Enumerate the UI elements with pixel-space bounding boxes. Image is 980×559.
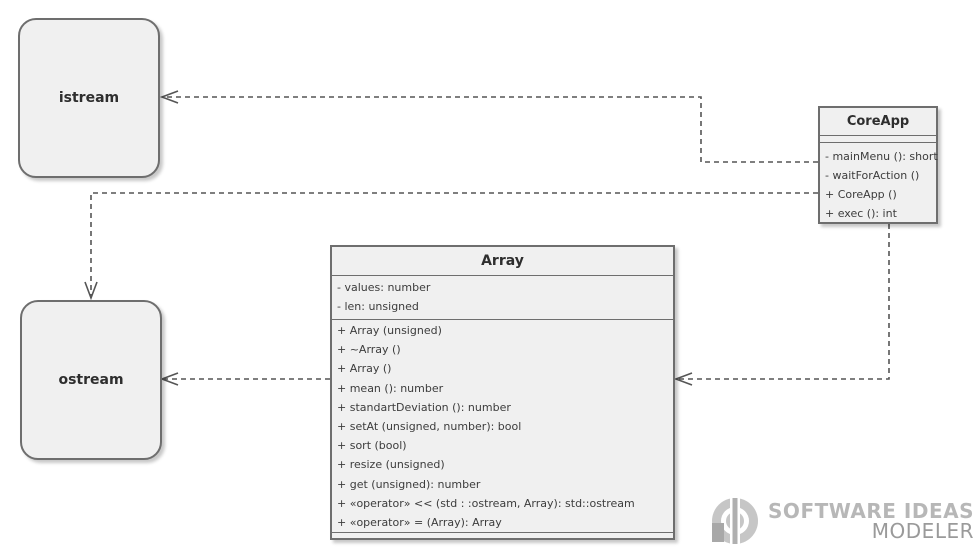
array-operation: + mean (): number — [337, 381, 444, 395]
software-ideas-logo-icon — [712, 498, 759, 544]
istream-label: istream — [58, 90, 120, 106]
array-bottom-compartment — [332, 532, 673, 538]
coreapp-attributes-compartment — [820, 136, 936, 143]
array-attribute: - values: number — [337, 281, 431, 294]
coreapp-operation: + CoreApp () — [825, 188, 897, 201]
array-operation: + ~Array () — [337, 343, 401, 357]
coreapp-operation: - waitForAction () — [825, 169, 920, 182]
array-operation: + sort (bool) — [337, 439, 407, 453]
array-operation: + resize (unsigned) — [337, 458, 445, 472]
ostream-node[interactable]: ostream — [20, 300, 162, 460]
array-operation: + Array (unsigned) — [337, 324, 442, 337]
dependency-coreapp-istream — [162, 96, 818, 163]
array-attributes: - values: number - len: unsigned — [332, 276, 673, 319]
dependency-coreapp-array — [676, 224, 890, 380]
istream-node[interactable]: istream — [18, 18, 160, 178]
arrowhead-ostream-right — [159, 372, 179, 386]
coreapp-class-name: CoreApp — [820, 108, 936, 136]
array-operation: + standartDeviation (): number — [337, 400, 511, 414]
logo-line-software-ideas: SOFTWARE IDEAS — [768, 499, 974, 523]
coreapp-operation: - mainMenu (): short — [825, 150, 938, 163]
array-operation: + «operator» << (std : :ostream, Array):… — [337, 496, 635, 510]
logo-text: SOFTWARE IDEAS MODELER — [768, 501, 974, 541]
array-operation: + get (unsigned): number — [337, 477, 481, 491]
ostream-label: ostream — [58, 372, 124, 388]
array-operation: + setAt (unsigned, number): bool — [337, 419, 522, 433]
software-ideas-modeler-logo: SOFTWARE IDEAS MODELER — [710, 496, 974, 546]
array-operation: + Array () — [337, 362, 392, 376]
array-operations: + Array (unsigned) + ~Array () + Array (… — [332, 319, 673, 532]
array-class[interactable]: Array - values: number - len: unsigned +… — [330, 245, 675, 540]
coreapp-operations: - mainMenu (): short - waitForAction () … — [820, 143, 938, 223]
coreapp-class[interactable]: CoreApp - mainMenu (): short - waitForAc… — [818, 106, 938, 224]
array-operation: + «operator» = (Array): Array — [337, 515, 502, 529]
arrowhead-istream — [159, 90, 179, 104]
array-attribute: - len: unsigned — [337, 300, 419, 313]
coreapp-operation: + exec (): int — [825, 207, 897, 220]
arrowhead-ostream-top — [84, 281, 98, 301]
arrowhead-array — [673, 372, 693, 386]
array-class-name: Array — [332, 247, 673, 276]
logo-line-modeler: MODELER — [871, 519, 974, 543]
